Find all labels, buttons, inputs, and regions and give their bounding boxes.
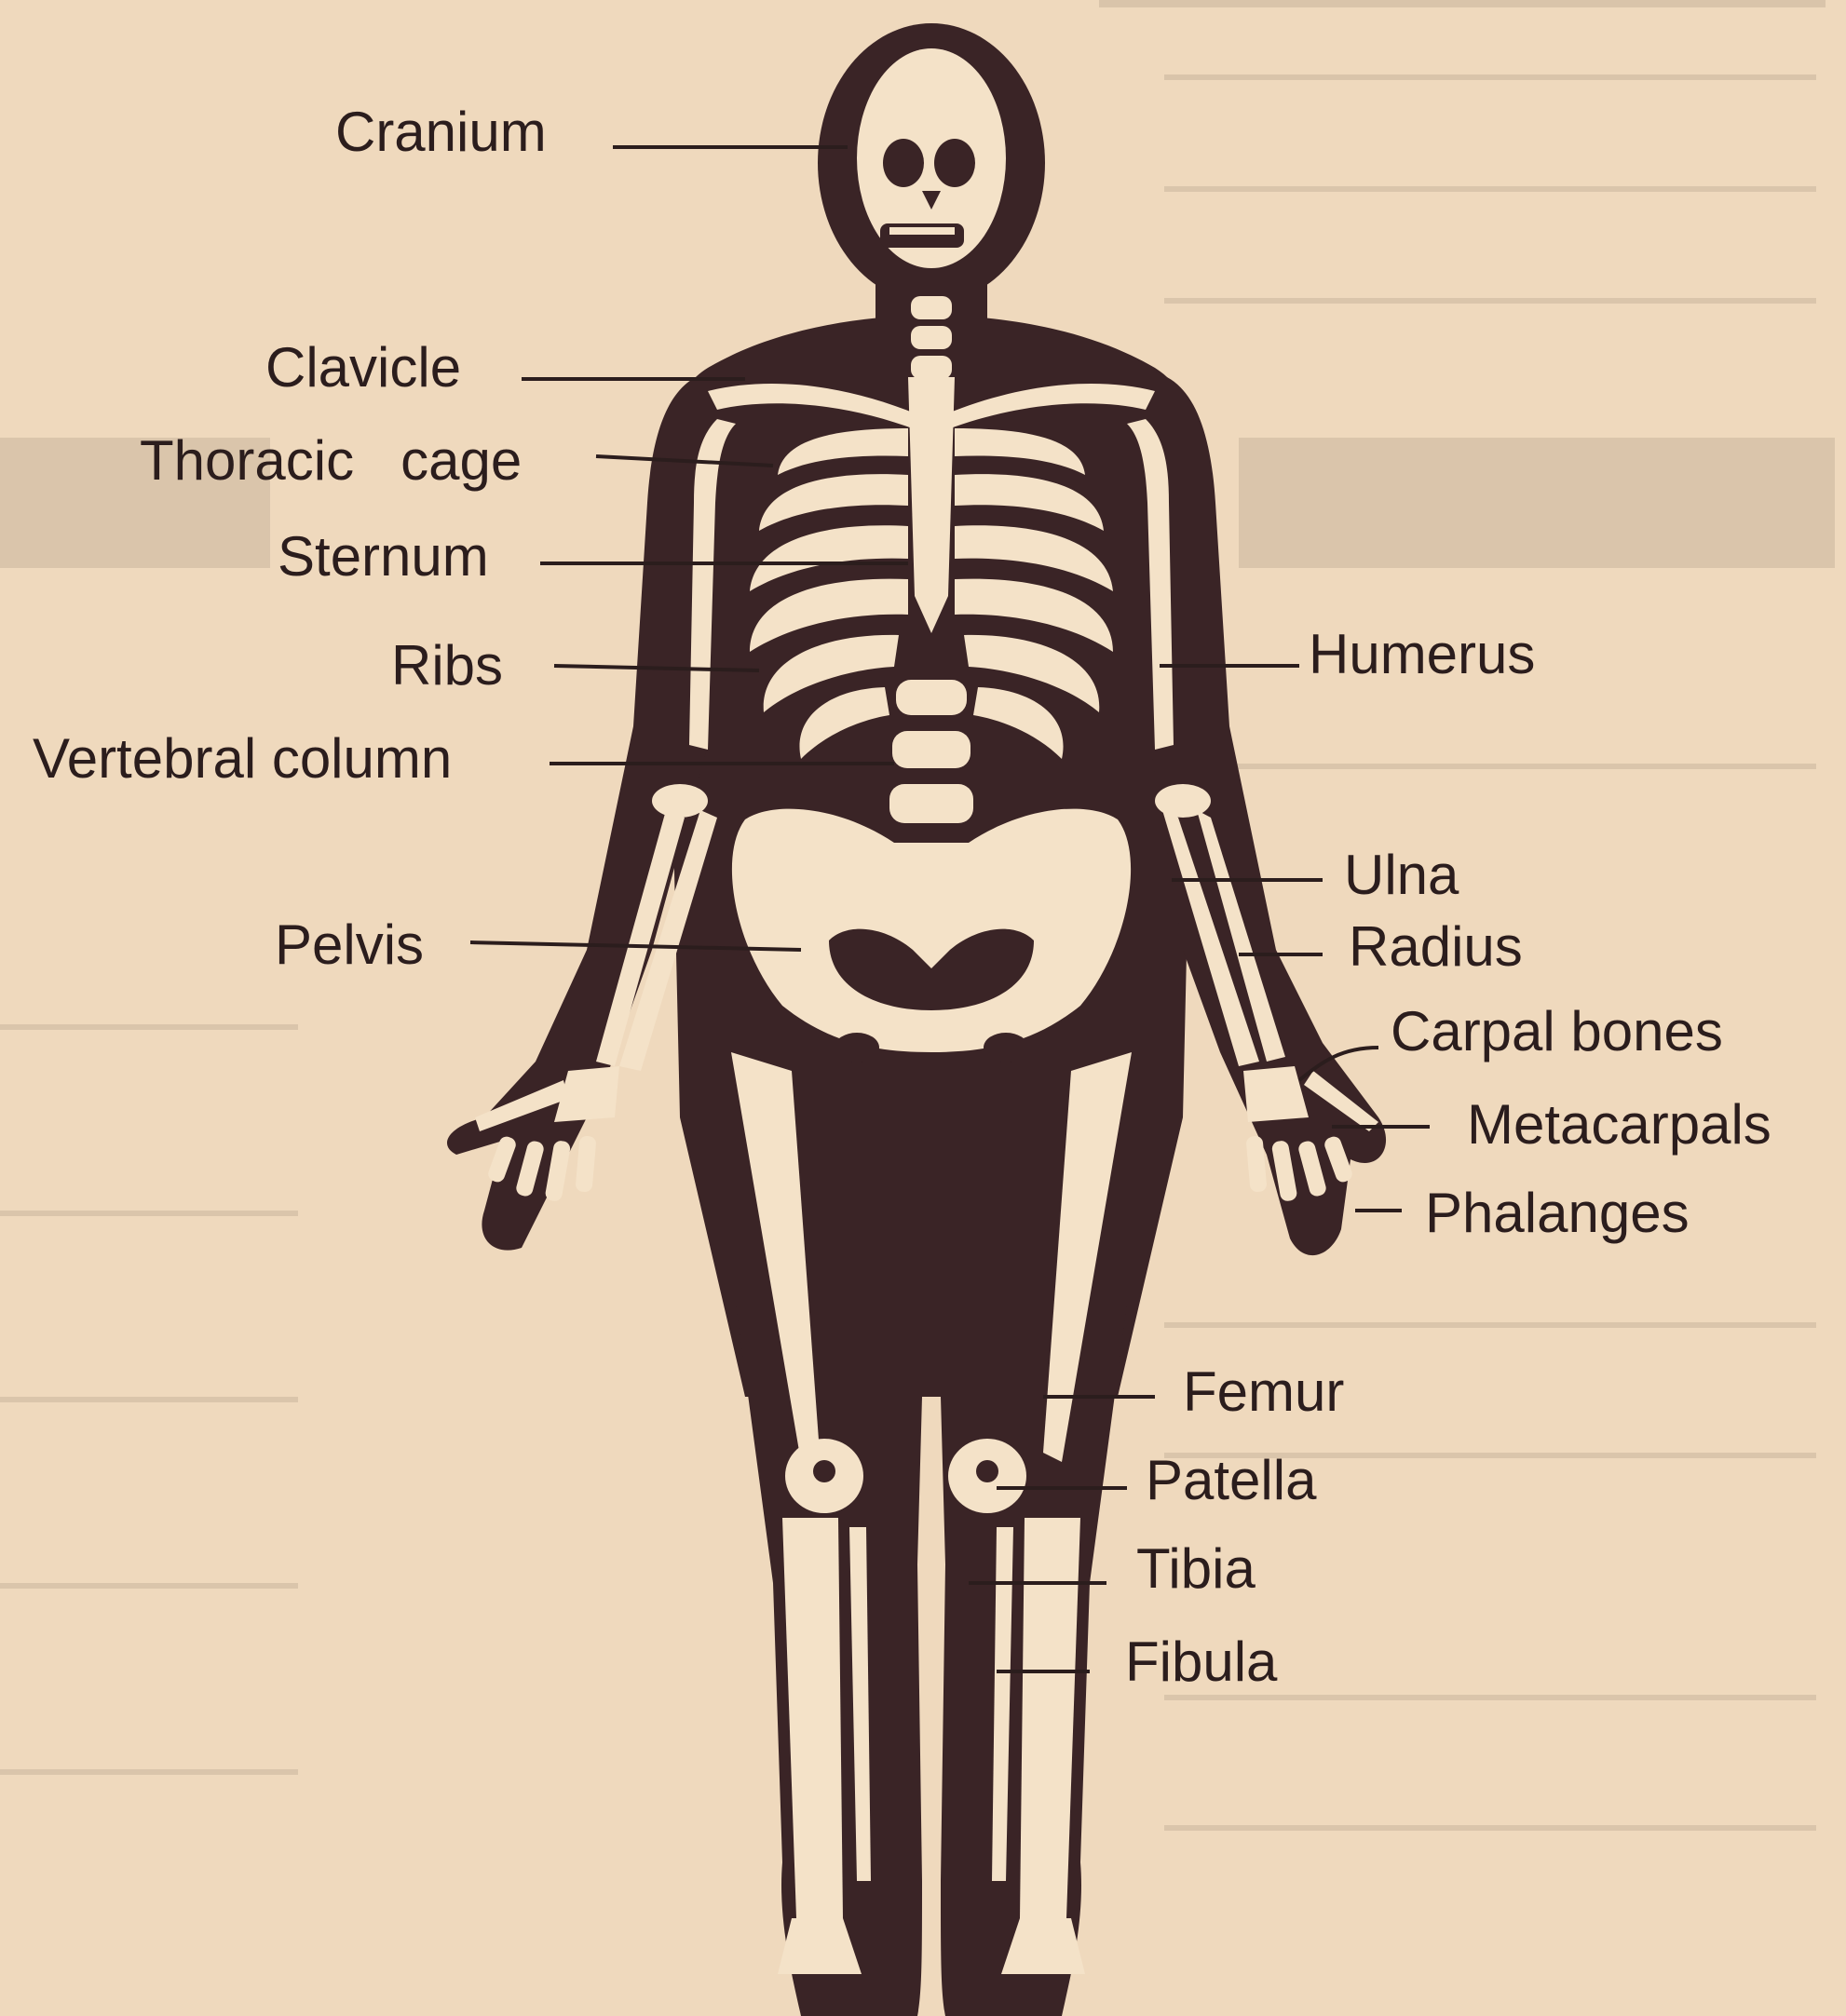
- label-ribs: Ribs: [391, 634, 503, 697]
- cervical-spine: [911, 296, 952, 379]
- lumbar-spine: [889, 680, 973, 823]
- label-femur: Femur: [1183, 1360, 1344, 1423]
- label-tibia: Tibia: [1136, 1537, 1256, 1600]
- label-pelvis: Pelvis: [275, 913, 424, 976]
- label-clavicle: Clavicle: [265, 336, 461, 399]
- label-phalanges: Phalanges: [1425, 1182, 1690, 1244]
- sternum: [908, 377, 955, 633]
- skull: [857, 48, 1006, 268]
- label-sternum: Sternum: [278, 525, 489, 588]
- label-ulna: Ulna: [1344, 844, 1459, 906]
- label-humerus: Humerus: [1309, 623, 1535, 685]
- label-patella: Patella: [1146, 1449, 1317, 1511]
- label-carpal-bones: Carpal bones: [1391, 1000, 1723, 1062]
- label-metacarpals: Metacarpals: [1467, 1093, 1771, 1156]
- label-cranium: Cranium: [335, 101, 547, 163]
- label-vertebral-column: Vertebral column: [33, 727, 452, 790]
- label-radius: Radius: [1349, 915, 1523, 978]
- label-fibula: Fibula: [1125, 1630, 1278, 1693]
- label-thoracic-cage: Thoracic cage: [140, 429, 522, 492]
